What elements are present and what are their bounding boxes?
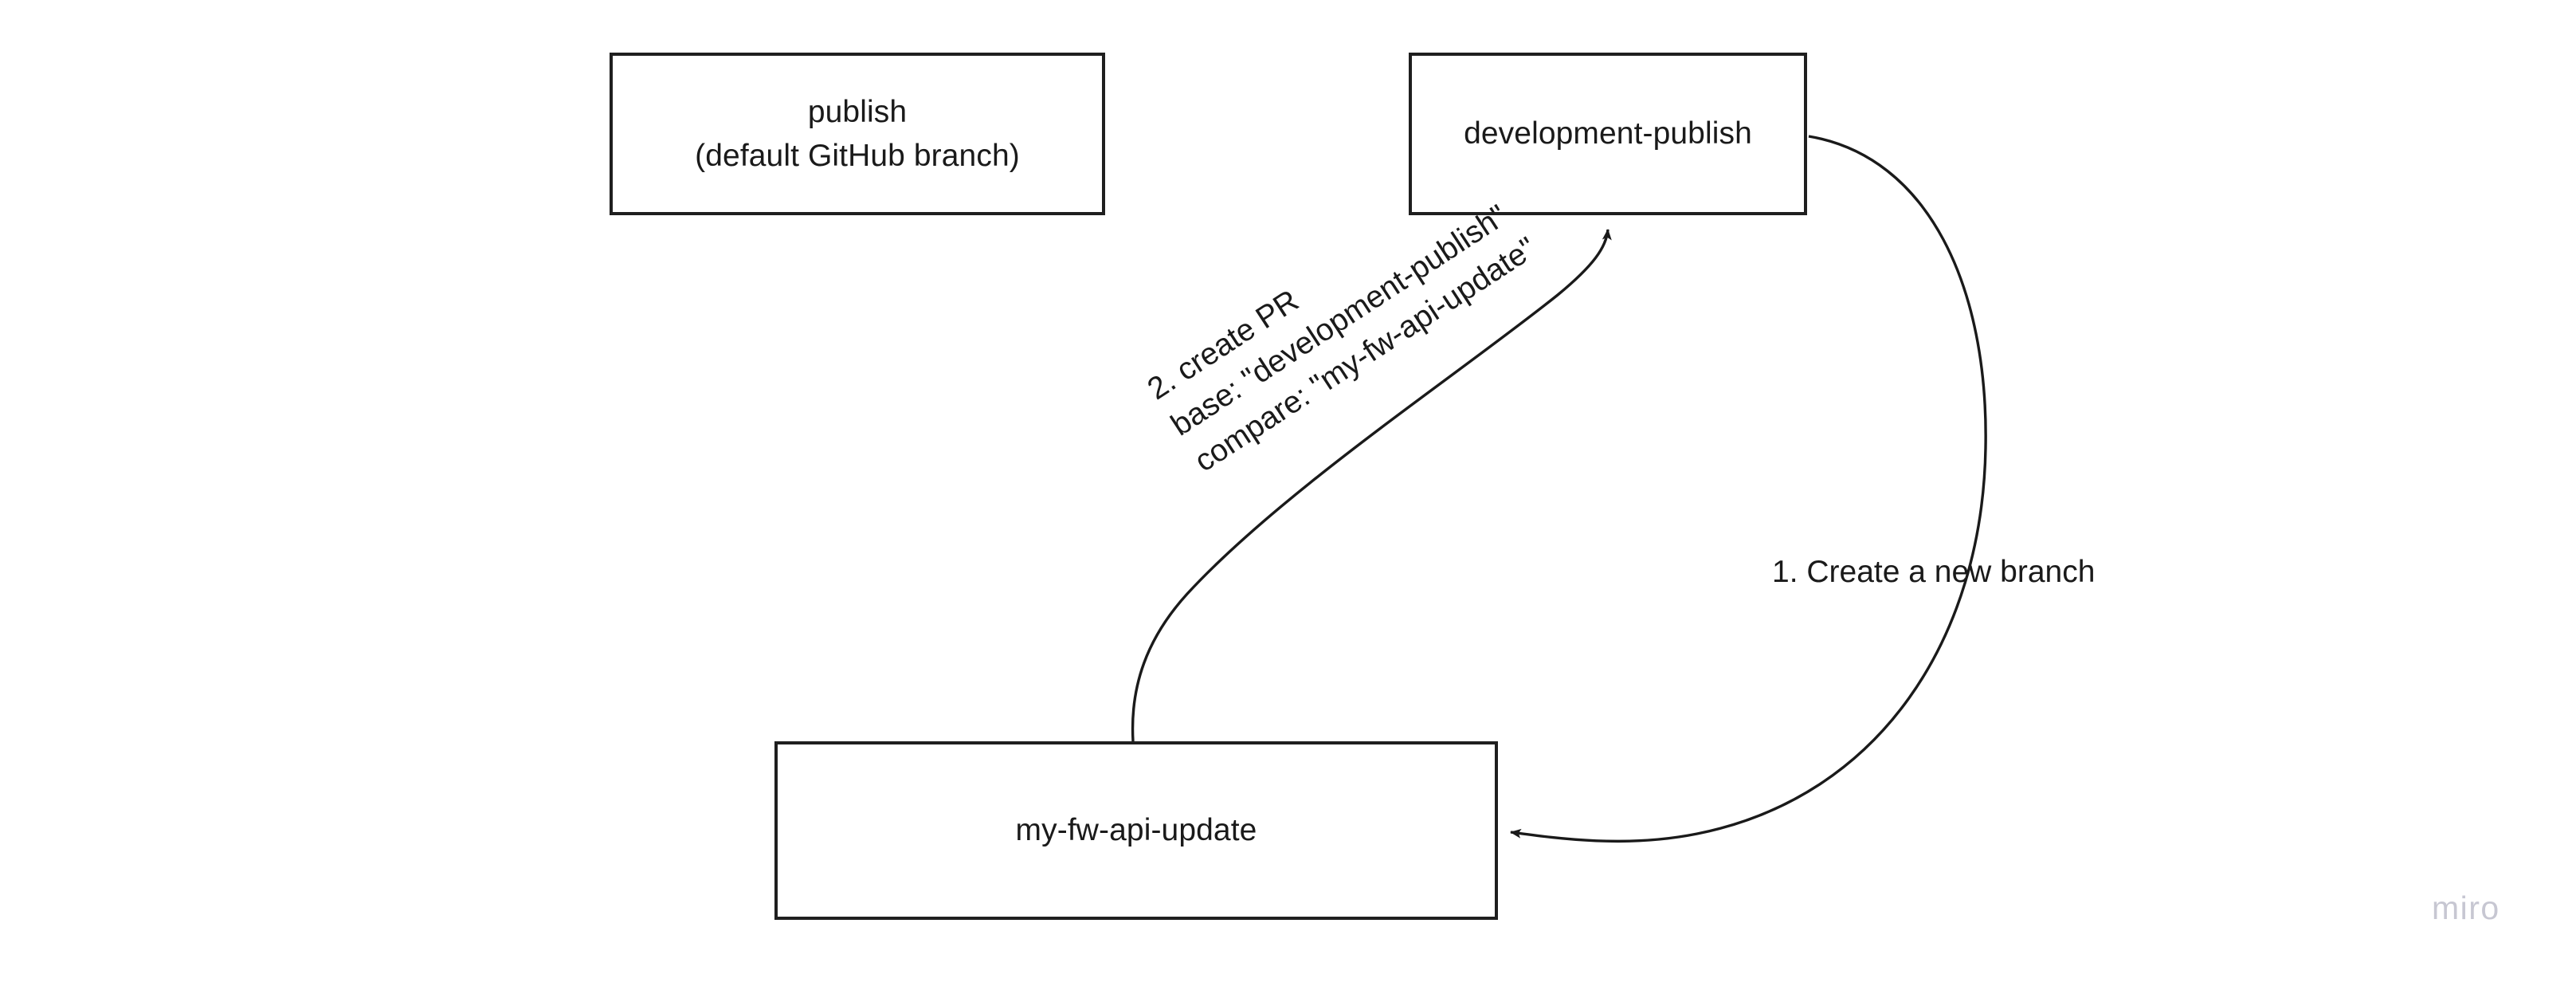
edge-label-create-branch[interactable]: 1. Create a new branch: [1772, 555, 2096, 589]
miro-watermark: miro: [2432, 890, 2500, 926]
node-publish[interactable]: publish (default GitHub branch): [610, 53, 1105, 215]
edge-create-branch: [1510, 135, 1987, 843]
node-my-fw-api-update[interactable]: my-fw-api-update: [774, 741, 1498, 920]
edge-create-pr: [1131, 229, 1612, 742]
node-development-publish[interactable]: development-publish: [1409, 53, 1807, 215]
